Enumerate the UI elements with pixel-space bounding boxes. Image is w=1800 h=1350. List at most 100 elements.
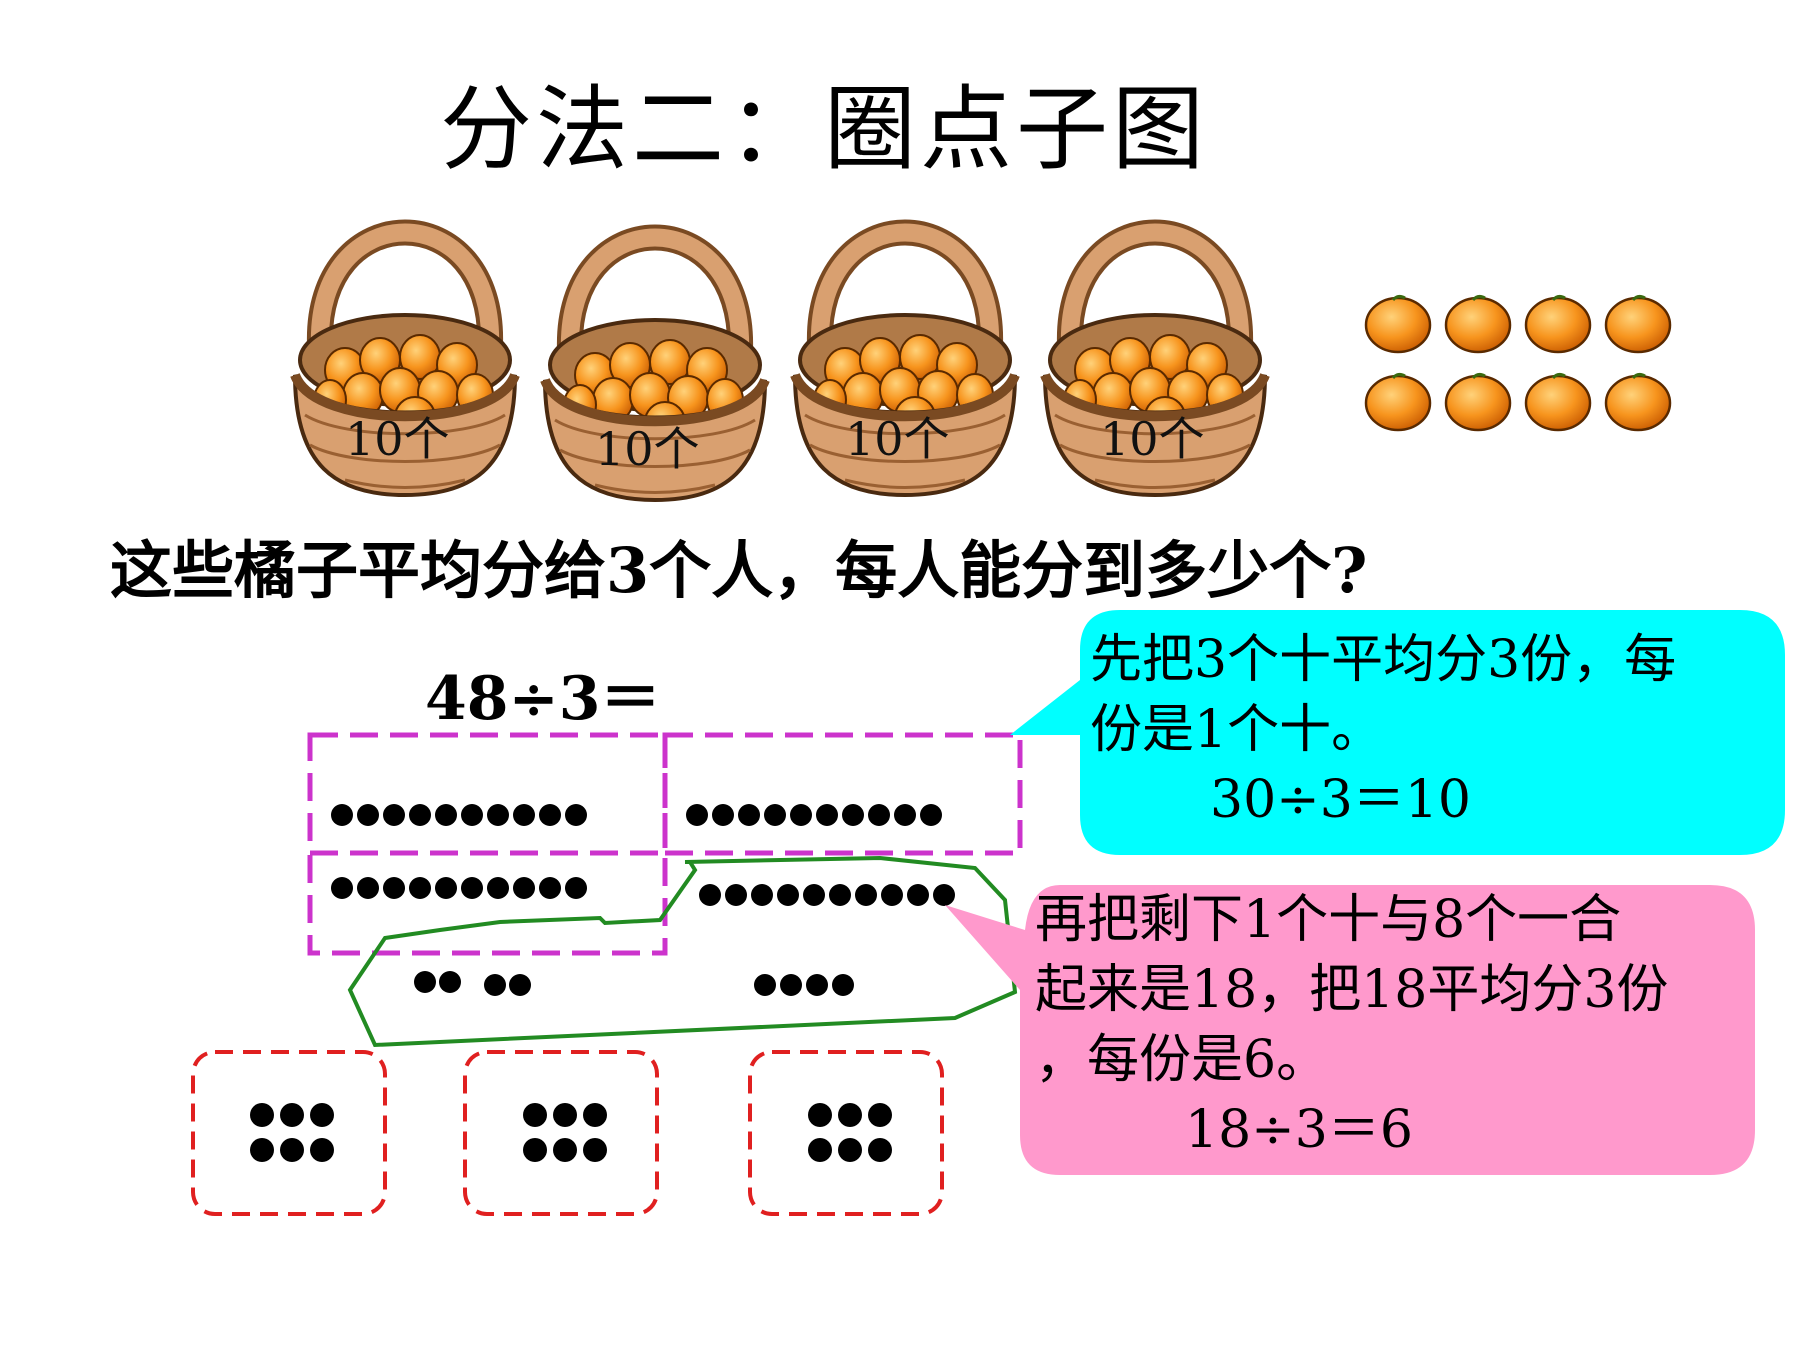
- dot: [725, 884, 747, 906]
- bubble-pink-line-3: ，每份是6。: [1035, 1030, 1329, 1090]
- dot: [894, 804, 916, 826]
- bubble-pink-equation: 18÷3＝6: [1185, 1100, 1413, 1160]
- dot: [553, 1138, 577, 1162]
- dot: [357, 877, 379, 899]
- dot: [383, 804, 405, 826]
- loose-orange: [1444, 374, 1512, 432]
- dot: [868, 1138, 892, 1162]
- loose-orange: [1444, 296, 1512, 354]
- dot: [816, 804, 838, 826]
- dot: [806, 974, 828, 996]
- orange-stem: [1471, 294, 1486, 302]
- dot: [790, 804, 812, 826]
- bubble-cyan-text: 先把3个十平均分3份，每 份是1个十。 30÷3＝10: [1090, 625, 1676, 835]
- dot: [780, 974, 802, 996]
- dot: [712, 804, 734, 826]
- tens-box-3: [307, 850, 668, 956]
- dot: [583, 1138, 607, 1162]
- regroup-outline: [347, 855, 1018, 1048]
- bubble-cyan-line-1: 先把3个十平均分3份，每: [1090, 630, 1677, 690]
- equation: 48÷3＝: [425, 664, 661, 734]
- dot: [409, 804, 431, 826]
- dot: [583, 1103, 607, 1127]
- orange-stem: [1391, 372, 1406, 380]
- result-box-2: [463, 1050, 659, 1216]
- orange-stem: [1631, 372, 1646, 380]
- dot: [808, 1138, 832, 1162]
- page-title: 分法二：圈点子图: [440, 76, 1209, 183]
- dot: [754, 974, 776, 996]
- dot: [409, 877, 431, 899]
- result-box-3: [748, 1050, 944, 1216]
- bubble-pink: [945, 885, 1755, 1175]
- dot: [513, 804, 535, 826]
- dot: [838, 1103, 862, 1127]
- bubble-cyan-equation: 30÷3＝10: [1210, 770, 1471, 830]
- loose-orange: [1604, 296, 1672, 354]
- dot: [808, 1103, 832, 1127]
- dot: [280, 1138, 304, 1162]
- dot: [868, 1103, 892, 1127]
- dot: [907, 884, 929, 906]
- dot: [250, 1138, 274, 1162]
- dot: [523, 1138, 547, 1162]
- dot: [838, 1138, 862, 1162]
- basket-1-label: 10个: [345, 412, 450, 466]
- dot: [539, 804, 561, 826]
- dot: [751, 884, 773, 906]
- dot: [881, 884, 903, 906]
- dot: [842, 804, 864, 826]
- orange-stem: [1631, 294, 1646, 302]
- bubble-pink-line-1: 再把剩下1个十与8个一合: [1035, 890, 1622, 950]
- dot: [803, 884, 825, 906]
- dot: [331, 804, 353, 826]
- dots: [250, 804, 955, 1162]
- orange-stem: [1391, 294, 1406, 302]
- dot: [764, 804, 786, 826]
- dot: [832, 974, 854, 996]
- dot: [738, 804, 760, 826]
- dot: [414, 971, 436, 993]
- dot: [383, 877, 405, 899]
- dot: [461, 877, 483, 899]
- dot: [250, 1103, 274, 1127]
- dot: [435, 804, 457, 826]
- bubble-pink-text: 再把剩下1个十与8个一合 起来是18，把18平均分3份 ，每份是6。 18÷3＝…: [1035, 885, 1668, 1165]
- result-box-1: [191, 1050, 387, 1216]
- dot: [331, 877, 353, 899]
- loose-orange: [1524, 374, 1592, 432]
- basket-4-label: 10个: [1100, 412, 1205, 466]
- loose-orange: [1524, 296, 1592, 354]
- dot: [357, 804, 379, 826]
- dot: [829, 884, 851, 906]
- dot: [461, 804, 483, 826]
- dot: [686, 804, 708, 826]
- dot: [553, 1103, 577, 1127]
- dot: [777, 884, 799, 906]
- loose-orange: [1364, 374, 1432, 432]
- dot: [310, 1103, 334, 1127]
- result-boxes: [191, 1050, 944, 1216]
- dot: [539, 877, 561, 899]
- loose-orange: [1604, 374, 1672, 432]
- tens-boxes: [307, 732, 1023, 956]
- orange-stem: [1551, 294, 1566, 302]
- bubble-pink-line-2: 起来是18，把18平均分3份: [1035, 960, 1669, 1020]
- dot: [920, 804, 942, 826]
- dot: [565, 804, 587, 826]
- bubble-cyan-line-2: 份是1个十。: [1090, 700, 1384, 760]
- dot: [484, 974, 506, 996]
- dot: [280, 1103, 304, 1127]
- dot: [855, 884, 877, 906]
- dot: [487, 877, 509, 899]
- tens-box-2: [662, 732, 1023, 856]
- dot: [435, 877, 457, 899]
- bubble-cyan: [1010, 610, 1785, 855]
- basket-3-label: 10个: [845, 412, 950, 466]
- dot: [523, 1103, 547, 1127]
- dot: [509, 974, 531, 996]
- orange-stem: [1471, 372, 1486, 380]
- loose-orange: [1364, 296, 1432, 354]
- dot: [439, 971, 461, 993]
